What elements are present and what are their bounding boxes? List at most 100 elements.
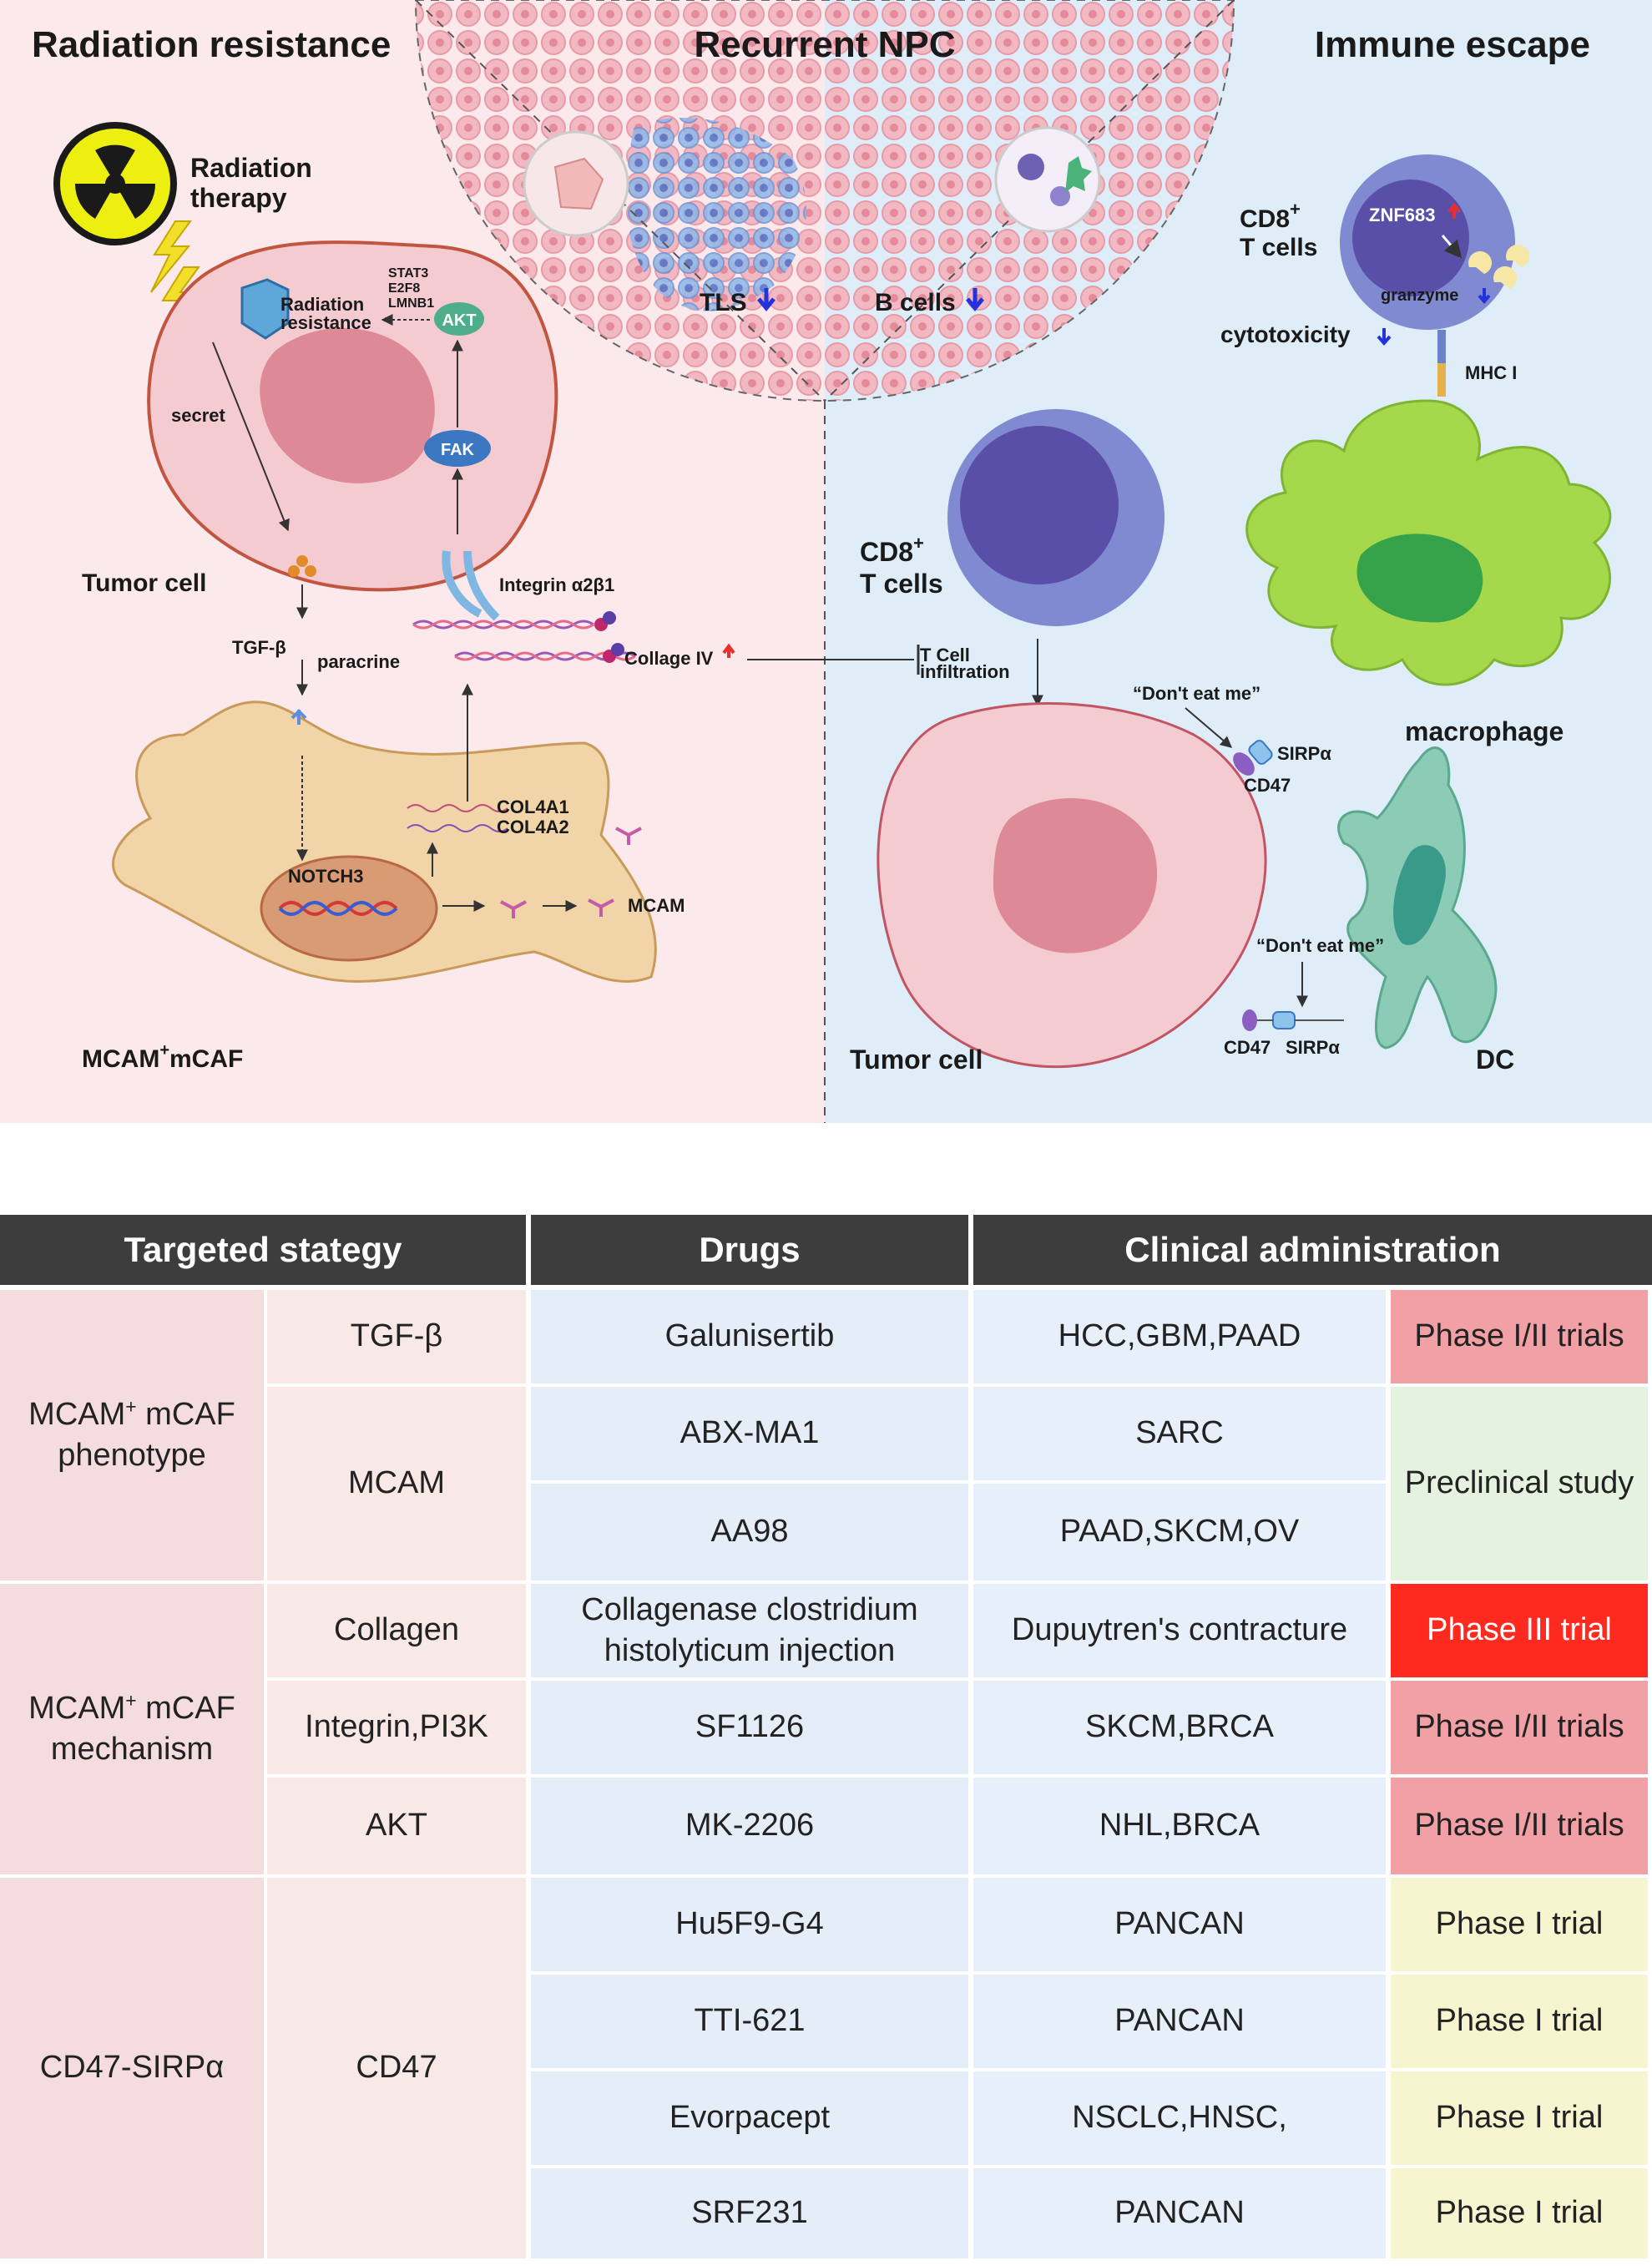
phase-badge: Phase I trial xyxy=(1391,2071,1648,2165)
znf683-up-arrow xyxy=(1447,202,1461,219)
drug-cell: SF1126 xyxy=(531,1681,968,1774)
granzyme-down-arrow xyxy=(1478,288,1491,305)
target-tgfb: TGF-β xyxy=(267,1290,526,1383)
mhc-i-label: MHC I xyxy=(1465,362,1517,383)
paracrine-label: paracrine xyxy=(317,651,400,672)
notch3-label: NOTCH3 xyxy=(288,866,363,887)
drug-cell: SRF231 xyxy=(531,2168,968,2258)
tumor-cell-right-label: Tumor cell xyxy=(850,1044,983,1075)
phase-badge: Phase I trial xyxy=(1391,2168,1648,2258)
phase-badge: Phase I trial xyxy=(1391,1878,1648,1971)
tgfb-label: TGF-β xyxy=(232,637,286,658)
cytotoxicity-label: cytotoxicity xyxy=(1220,321,1351,347)
cd47-label-2: CD47 xyxy=(1224,1037,1271,1058)
granzyme-label: granzyme xyxy=(1381,286,1458,305)
phase-badge: Phase I/II trials xyxy=(1391,1290,1648,1383)
indication-cell: SARC xyxy=(973,1387,1386,1480)
drug-cell: TTI-621 xyxy=(531,1975,968,2068)
t-cells-top-label: T cells xyxy=(1240,234,1317,261)
table-header-clinical-administration: Clinical administration xyxy=(973,1215,1652,1285)
tumor-cell-nucleus xyxy=(260,327,435,483)
diagram-svg: Radiation resistance Recurrent NPC Immun… xyxy=(0,0,1652,1123)
indication-cell: NSCLC,HNSC, xyxy=(973,2071,1386,2165)
mcaf-label: MCAM+mCAF xyxy=(82,1041,243,1073)
cd8-t-cell-top-nucleus xyxy=(1352,180,1469,296)
recurrent-npc-tissue xyxy=(414,0,1235,402)
b-cells-down-arrow xyxy=(966,288,984,311)
dna-helix xyxy=(278,901,398,916)
mcam-protein-icon xyxy=(500,900,527,918)
indication-cell: PANCAN xyxy=(973,1975,1386,2068)
target-cd47: CD47 xyxy=(267,1878,526,2258)
fak-node xyxy=(424,430,491,467)
collage-iv-label: Collage IV xyxy=(624,648,714,669)
group-cd47-sirpa: CD47-SIRPα xyxy=(0,1878,264,2258)
cd47-receptor xyxy=(1242,1009,1257,1031)
tumor-cell-left-label: Tumor cell xyxy=(82,569,206,597)
indication-cell: SKCM,BRCA xyxy=(973,1681,1386,1774)
lmnb1-label: LMNB1 xyxy=(388,296,434,311)
radiation-icon xyxy=(53,122,177,245)
shield-icon xyxy=(240,278,290,340)
table-header-drugs: Drugs xyxy=(531,1215,968,1285)
tumor-cell-right-nucleus xyxy=(993,798,1158,953)
radiation-resistance-label-2: resistance xyxy=(280,312,371,333)
drug-cell: Hu5F9-G4 xyxy=(531,1878,968,1971)
indication-cell: PAAD,SKCM,OV xyxy=(973,1484,1386,1581)
phase-badge: Phase I/II trials xyxy=(1391,1681,1648,1774)
mcam-label: MCAM xyxy=(628,895,685,916)
drug-cell: Evorpacept xyxy=(531,2071,968,2165)
macrophage-nucleus xyxy=(1356,534,1483,623)
target-collagen: Collagen xyxy=(267,1584,526,1677)
phase-badge: Phase III trial xyxy=(1391,1584,1648,1677)
stat3-label: STAT3 xyxy=(388,266,428,281)
fak-label: FAK xyxy=(441,441,475,459)
cd47-label-1: CD47 xyxy=(1244,775,1291,796)
akt-node xyxy=(434,302,484,336)
sirpa-receptor xyxy=(1248,740,1273,765)
cd8-mid-label: CD8+ xyxy=(860,533,924,567)
macrophage-label: macrophage xyxy=(1405,716,1564,746)
header-immune-escape: Immune escape xyxy=(1315,24,1590,65)
mcam-surface-icon xyxy=(615,827,642,845)
t-cells-mid-label: T cells xyxy=(860,569,943,599)
cd47-receptor xyxy=(1233,752,1255,776)
radiation-therapy-label-2: therapy xyxy=(190,183,287,213)
sirpa-receptor xyxy=(1272,1011,1296,1029)
znf683-label: ZNF683 xyxy=(1369,205,1435,225)
tls-label: TLS xyxy=(700,289,747,316)
phase-badge: Phase I/II trials xyxy=(1391,1778,1648,1874)
phase-badge: Preclinical study xyxy=(1391,1387,1648,1581)
collagen-fiber xyxy=(412,611,636,663)
target-integrin-pi3k: Integrin,PI3K xyxy=(267,1681,526,1774)
indication-cell: NHL,BRCA xyxy=(973,1778,1386,1874)
b-cells-label: B cells xyxy=(875,289,956,316)
radiation-resistance-label-1: Radiation xyxy=(280,294,364,315)
table-header-targeted-strategy: Targeted stategy xyxy=(0,1215,526,1285)
mhc-i-receptor xyxy=(1437,363,1446,397)
col4a1-label: COL4A1 xyxy=(497,797,569,817)
mechanism-diagram: Radiation resistance Recurrent NPC Immun… xyxy=(0,0,1652,1127)
t-cell-infiltration-label-2: infiltration xyxy=(920,661,1010,682)
mcam-surface-icon xyxy=(588,898,614,917)
dc-label: DC xyxy=(1476,1044,1514,1075)
drug-cell: Collagenase clostridium histolyticum inj… xyxy=(531,1584,968,1677)
e2f8-label: E2F8 xyxy=(388,281,420,296)
drug-cell: ABX-MA1 xyxy=(531,1387,968,1480)
drug-cell: Galunisertib xyxy=(531,1290,968,1383)
drug-cell: MK-2206 xyxy=(531,1778,968,1874)
targeted-strategy-table: Targeted stategy Drugs Clinical administ… xyxy=(0,1215,1652,2258)
radiation-therapy-label-1: Radiation xyxy=(190,153,312,183)
mcaf-cell xyxy=(112,701,657,983)
drug-cell: AA98 xyxy=(531,1484,968,1581)
secret-label: secret xyxy=(171,405,226,426)
tgfb-receptor xyxy=(290,709,307,725)
cd8-top-label: CD8+ xyxy=(1240,199,1301,233)
sirpa-label-2: SIRPα xyxy=(1286,1037,1340,1058)
integrin-receptor xyxy=(442,550,500,621)
col4a2-label: COL4A2 xyxy=(497,817,569,837)
t-cell-infiltration-label-1: T Cell xyxy=(920,645,970,665)
target-akt: AKT xyxy=(267,1778,526,1874)
